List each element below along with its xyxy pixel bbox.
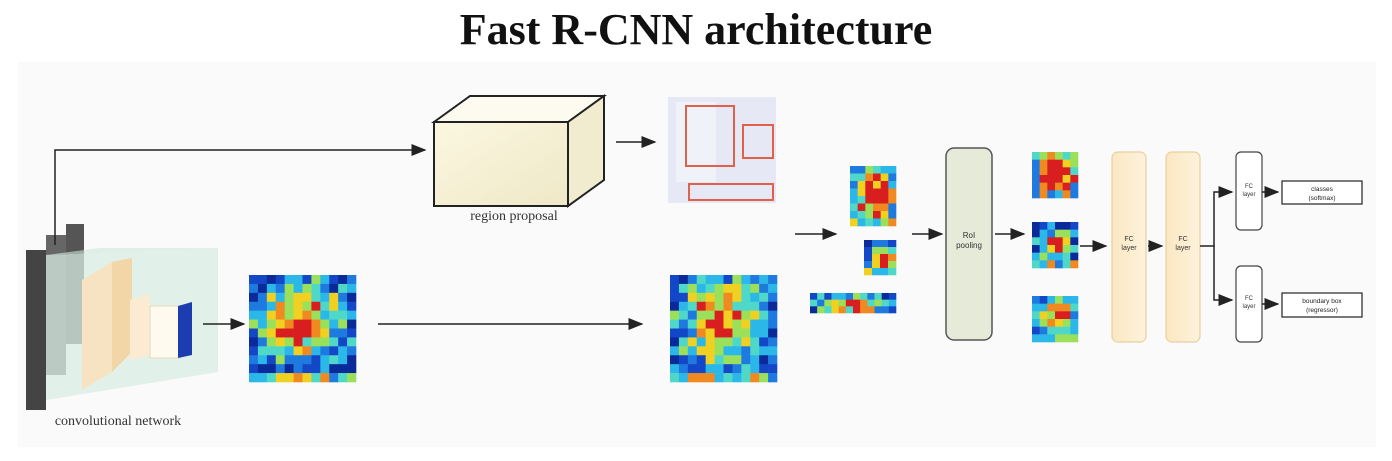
fc-layer-label: FC	[1245, 184, 1254, 190]
feature-map	[670, 275, 778, 383]
bbox-label: boundary box	[1302, 298, 1342, 305]
feature-maps	[249, 152, 1079, 383]
input-image	[26, 250, 46, 410]
region-proposal: region proposal	[430, 94, 608, 224]
pooled-feature-map	[1032, 152, 1079, 199]
feature-map	[249, 275, 357, 383]
fc-layer-label: FC	[1124, 236, 1133, 243]
bbox-output: boundary box (regressor)	[1281, 292, 1363, 318]
fc-layer-label: layer	[1175, 245, 1191, 252]
fc-layer-2: FC layer	[1165, 151, 1201, 343]
arrow-to-region-proposal	[54, 144, 427, 245]
fc-layer-label: FC	[1178, 236, 1187, 243]
roi-feature-map	[850, 166, 897, 227]
arrow-branch-classes	[1200, 186, 1234, 247]
fc-layer-label: FC	[1245, 296, 1254, 302]
roi-pooling-block: RoI pooling	[945, 147, 993, 341]
classes-label: (softmax)	[1308, 195, 1335, 202]
arrow-branch-bbox	[1213, 246, 1234, 306]
conv-network-label: convolutional network	[55, 414, 181, 429]
fc-layer-1: FC layer	[1111, 151, 1147, 343]
roi-pooling-label: RoI	[963, 231, 975, 240]
fc-layer-bbox: FC layer	[1235, 265, 1263, 343]
proposals-image	[668, 97, 776, 203]
conv-network: convolutional network	[26, 224, 218, 429]
fc-layer-label: layer	[1121, 245, 1137, 252]
pooled-feature-map	[1032, 296, 1079, 343]
pooled-feature-map	[1032, 222, 1079, 269]
proposal-box	[685, 105, 735, 167]
roi-feature-map	[810, 293, 897, 314]
region-proposal-label: region proposal	[470, 209, 558, 224]
roi-pooling-label: pooling	[956, 241, 982, 250]
fc-layer-classes: FC layer	[1235, 151, 1263, 231]
page-title: Fast R-CNN architecture	[459, 5, 933, 54]
fc-layer-label: layer	[1242, 304, 1255, 310]
roi-feature-map	[864, 240, 897, 276]
classes-label: classes	[1311, 186, 1333, 193]
fc-layer-label: layer	[1242, 192, 1255, 198]
classes-output: classes (softmax)	[1281, 180, 1363, 205]
bbox-label: (regressor)	[1306, 307, 1338, 314]
proposal-box	[742, 124, 774, 159]
proposal-box	[688, 183, 774, 201]
